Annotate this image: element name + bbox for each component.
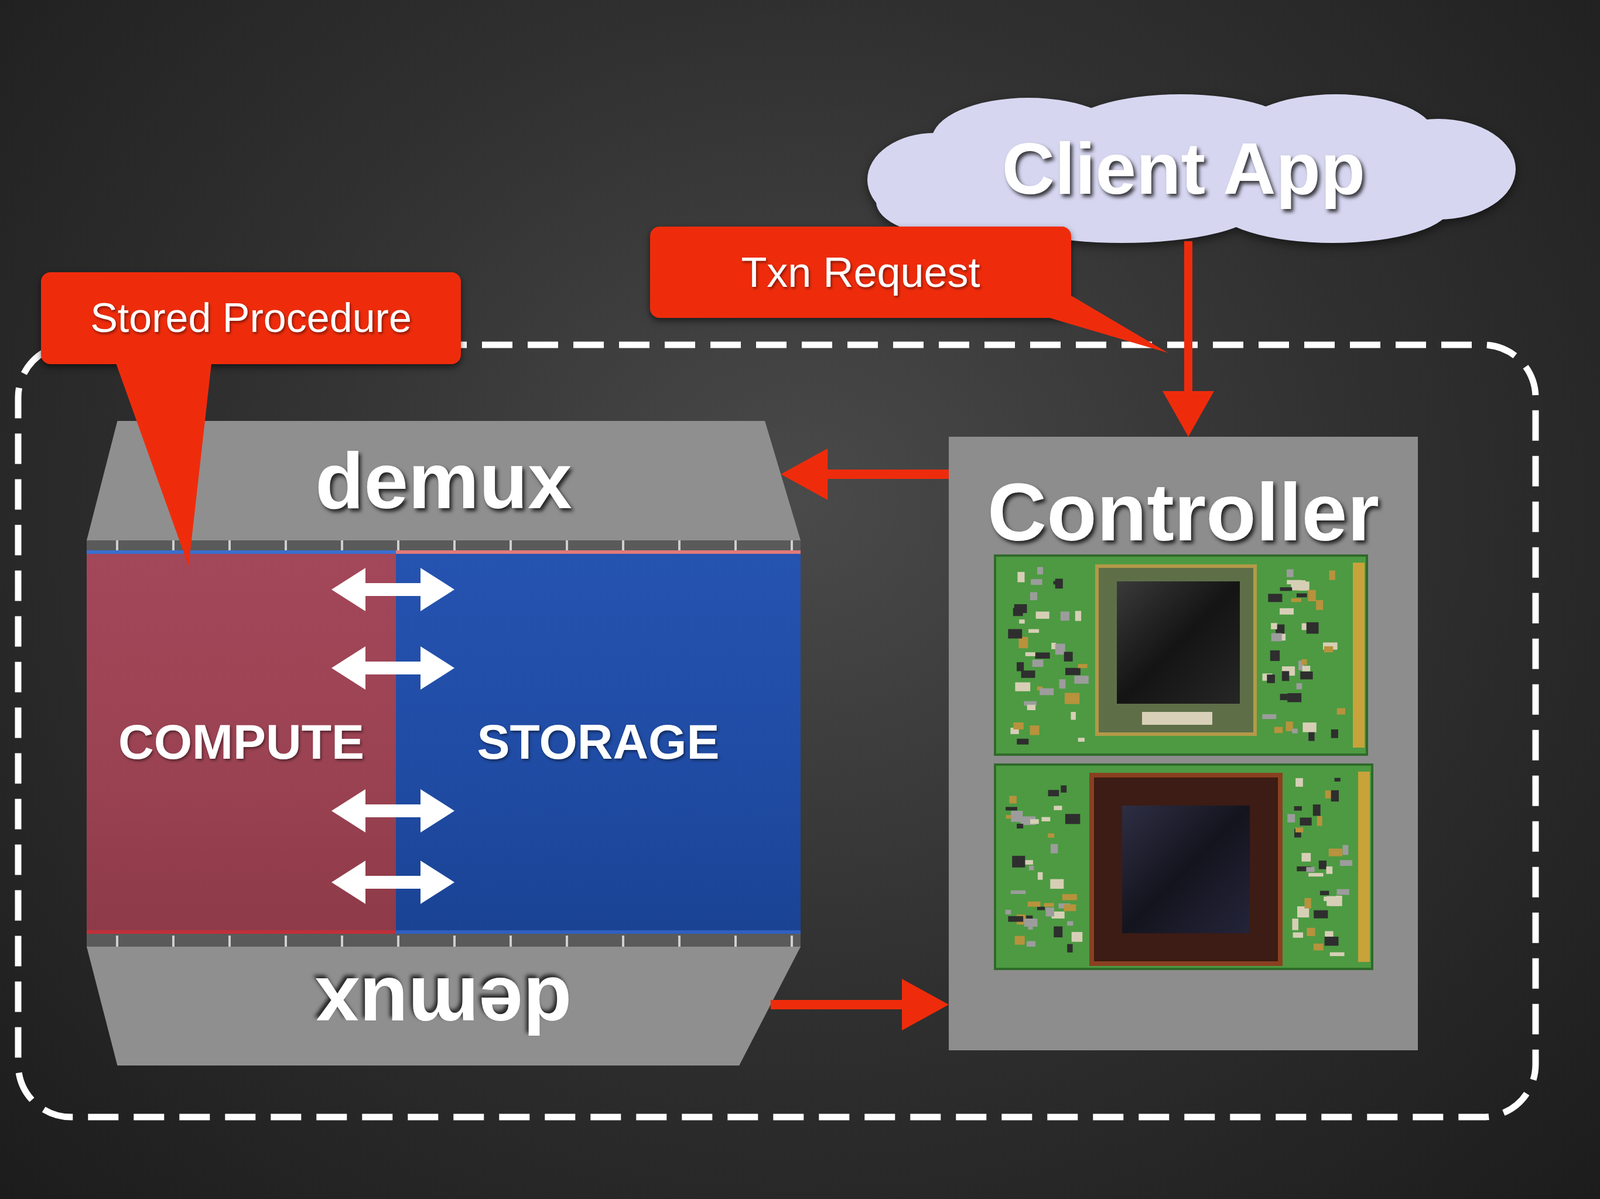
callout-box: Stored Procedure	[40, 272, 461, 365]
node-label: Stored Procedure	[90, 294, 412, 343]
demux-block: demux	[86, 946, 801, 1066]
callout-box: Txn Request	[650, 226, 1072, 319]
box-title: Controller	[987, 465, 1380, 560]
node-label: COMPUTE	[118, 713, 365, 771]
dashed-enclosure	[18, 344, 1536, 1118]
demux-block: demux	[86, 421, 801, 541]
controller-box: Controller	[948, 436, 1418, 1051]
node-label: demux	[315, 960, 572, 1052]
cpu-board	[995, 555, 1367, 755]
compute-region: COMPUTE	[86, 554, 396, 931]
cloud-shape: Client App	[846, 91, 1521, 245]
cpu-board	[995, 764, 1373, 970]
storage-region: STORAGE	[395, 554, 801, 931]
flow-arrow	[780, 448, 949, 501]
flow-arrow	[770, 979, 949, 1031]
node-label: Txn Request	[740, 248, 980, 297]
node-label: demux	[315, 435, 572, 527]
node-label: Client App	[1002, 126, 1366, 211]
flow-arrow	[1162, 241, 1215, 437]
bus-strip	[86, 539, 801, 949]
node-label: STORAGE	[477, 713, 720, 771]
